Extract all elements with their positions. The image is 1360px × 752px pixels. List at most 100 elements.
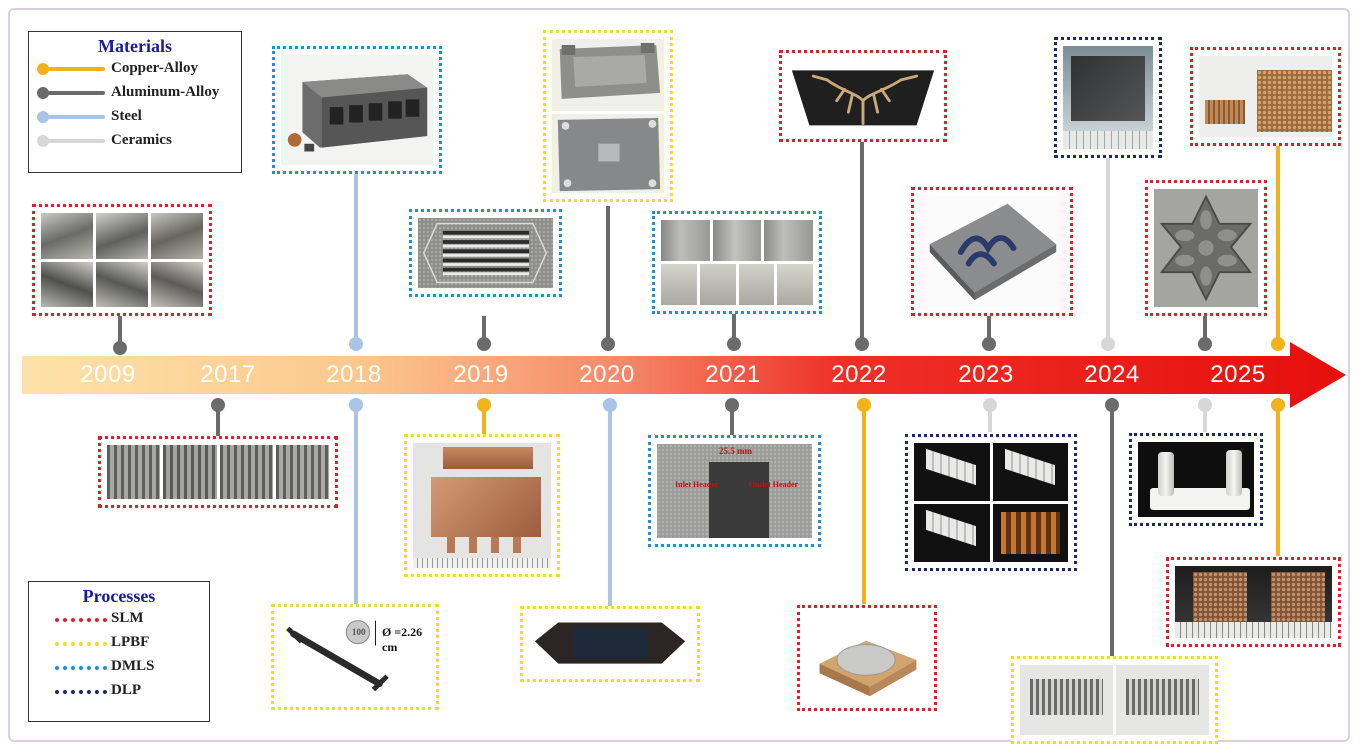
connector-dot: [1198, 398, 1212, 412]
outlet-header-label: Outlet Header: [749, 480, 799, 489]
copper-lattice-photo: [1175, 566, 1332, 638]
helical-channel-photo: [1116, 665, 1209, 735]
bionic-channel-photo: [788, 59, 938, 133]
copper-coil-photo: [992, 504, 1068, 562]
year-label-2017: 2017: [200, 361, 256, 388]
year-label-2025: 2025: [1210, 361, 1266, 388]
heatsink-photo: [151, 261, 203, 307]
connector-2023-top: [987, 316, 991, 346]
tube-specimen-photo: 100 Ø =2.26 cm: [280, 613, 430, 701]
connector-dot: [855, 337, 869, 351]
connector-dot: [982, 337, 996, 351]
connector-dot: [727, 337, 741, 351]
connector-dot: [1271, 337, 1285, 351]
photo-box-2024-bottom: [1011, 656, 1218, 744]
heat-exchanger-photo: [281, 55, 433, 165]
connector-dot: [1101, 337, 1115, 351]
ceramic-channel-photo: [914, 504, 990, 562]
year-label-2009: 2009: [80, 361, 136, 388]
coin-value: 100: [352, 627, 366, 637]
photo-box-2020-top: [543, 30, 673, 202]
cold-plate-photo: [552, 113, 664, 193]
year-label-2018: 2018: [326, 361, 382, 388]
connector-dot: [349, 398, 363, 412]
heatsink-photo: [41, 213, 93, 259]
copper-block-photo: [806, 614, 928, 702]
diameter-annotation: Ø =2.26 cm: [382, 625, 423, 654]
header-channel-photo: 25.5 mm Inlet Header Outlet Header: [657, 444, 812, 538]
connector-2025a-bottom: [1203, 404, 1207, 432]
connector-dot: [477, 337, 491, 351]
photo-box-2023-bottom: [905, 434, 1077, 571]
photo-box-2019-top: [409, 209, 562, 297]
serpentine-plate-photo: [920, 196, 1064, 307]
ceramic-channel-photo: [992, 443, 1068, 501]
channel-sample-photo: [699, 264, 736, 305]
star-heatsink-photo: [1154, 189, 1258, 307]
legend-item-steel: Steel: [29, 105, 241, 129]
photo-box-2025-bottom-b: [1166, 557, 1341, 647]
legend-item-ceramics: Ceramics: [29, 129, 241, 153]
porous-copper-photo: [1199, 56, 1332, 137]
year-label-2020: 2020: [579, 361, 635, 388]
width-dimension: 25.5 mm: [719, 446, 752, 456]
pin-fin-photo: [163, 445, 217, 499]
connector-dot: [349, 337, 363, 351]
connector-2022-bottom: [862, 404, 866, 604]
pin-fin-photo: [275, 445, 329, 499]
ceramic-plate-photo: [1063, 46, 1153, 149]
connector-dot: [113, 341, 127, 355]
photo-box-2019-bottom: [404, 434, 560, 577]
legend-item-lpbf: LPBF: [29, 631, 209, 655]
connector-dot: [983, 398, 997, 412]
connector-2018-bottom: [354, 404, 358, 604]
photo-box-2025-bottom-a: [1129, 433, 1263, 526]
pin-fin-photo: [219, 445, 273, 499]
legend-item-dmls: DMLS: [29, 655, 209, 679]
connector-2019-top: [482, 316, 486, 346]
connector-2021-bottom: [730, 404, 734, 436]
heatsink-photo: [41, 261, 93, 307]
connector-dot: [211, 398, 225, 412]
connector-dot: [477, 398, 491, 412]
connector-2025a-top: [1203, 316, 1207, 346]
microchannel-photo: [418, 218, 553, 288]
photo-box-2023-top: [911, 187, 1073, 316]
materials-legend: Materials Copper-Alloy Aluminum-Alloy St…: [28, 31, 242, 173]
connector-2024-bottom: [1110, 404, 1114, 656]
processes-legend-title: Processes: [82, 586, 156, 606]
connector-2021-top: [732, 314, 736, 346]
cold-plate-photo: [552, 39, 664, 111]
photo-box-2022-bottom: [797, 605, 937, 711]
year-label-2022: 2022: [831, 361, 887, 388]
legend-item-dlp: DLP: [29, 679, 209, 703]
connector-2017-bottom: [216, 404, 220, 436]
connector-dot: [1271, 398, 1285, 412]
heatsink-photo: [151, 213, 203, 259]
helical-channel-photo: [1020, 665, 1113, 735]
connector-2022-top: [860, 142, 864, 346]
photo-box-2009: [32, 204, 212, 316]
connector-2019-bottom: [482, 404, 486, 434]
legend-item-slm: SLM: [29, 607, 209, 631]
channel-sample-photo: [738, 264, 775, 305]
inlet-header-label: Inlet Header: [675, 480, 719, 489]
photo-box-2018-top: [272, 46, 442, 174]
channel-sample-photo: [777, 264, 813, 305]
photo-box-2022-top: [779, 50, 947, 142]
processes-legend: Processes SLM LPBF DMLS DLP: [28, 581, 210, 722]
connector-dot: [1105, 398, 1119, 412]
ceramic-channel-photo: [914, 443, 990, 501]
channel-sample-photo: [661, 220, 813, 261]
connector-2020-top: [606, 206, 610, 346]
materials-legend-title: Materials: [98, 36, 172, 56]
connector-dot: [1198, 337, 1212, 351]
connector-dot: [601, 337, 615, 351]
legend-item-aluminum-alloy: Aluminum-Alloy: [29, 81, 241, 105]
connector-dot: [725, 398, 739, 412]
connector-dot: [857, 398, 871, 412]
year-label-2021: 2021: [705, 361, 761, 388]
connector-dot: [603, 398, 617, 412]
connector-2024-top: [1106, 158, 1110, 346]
